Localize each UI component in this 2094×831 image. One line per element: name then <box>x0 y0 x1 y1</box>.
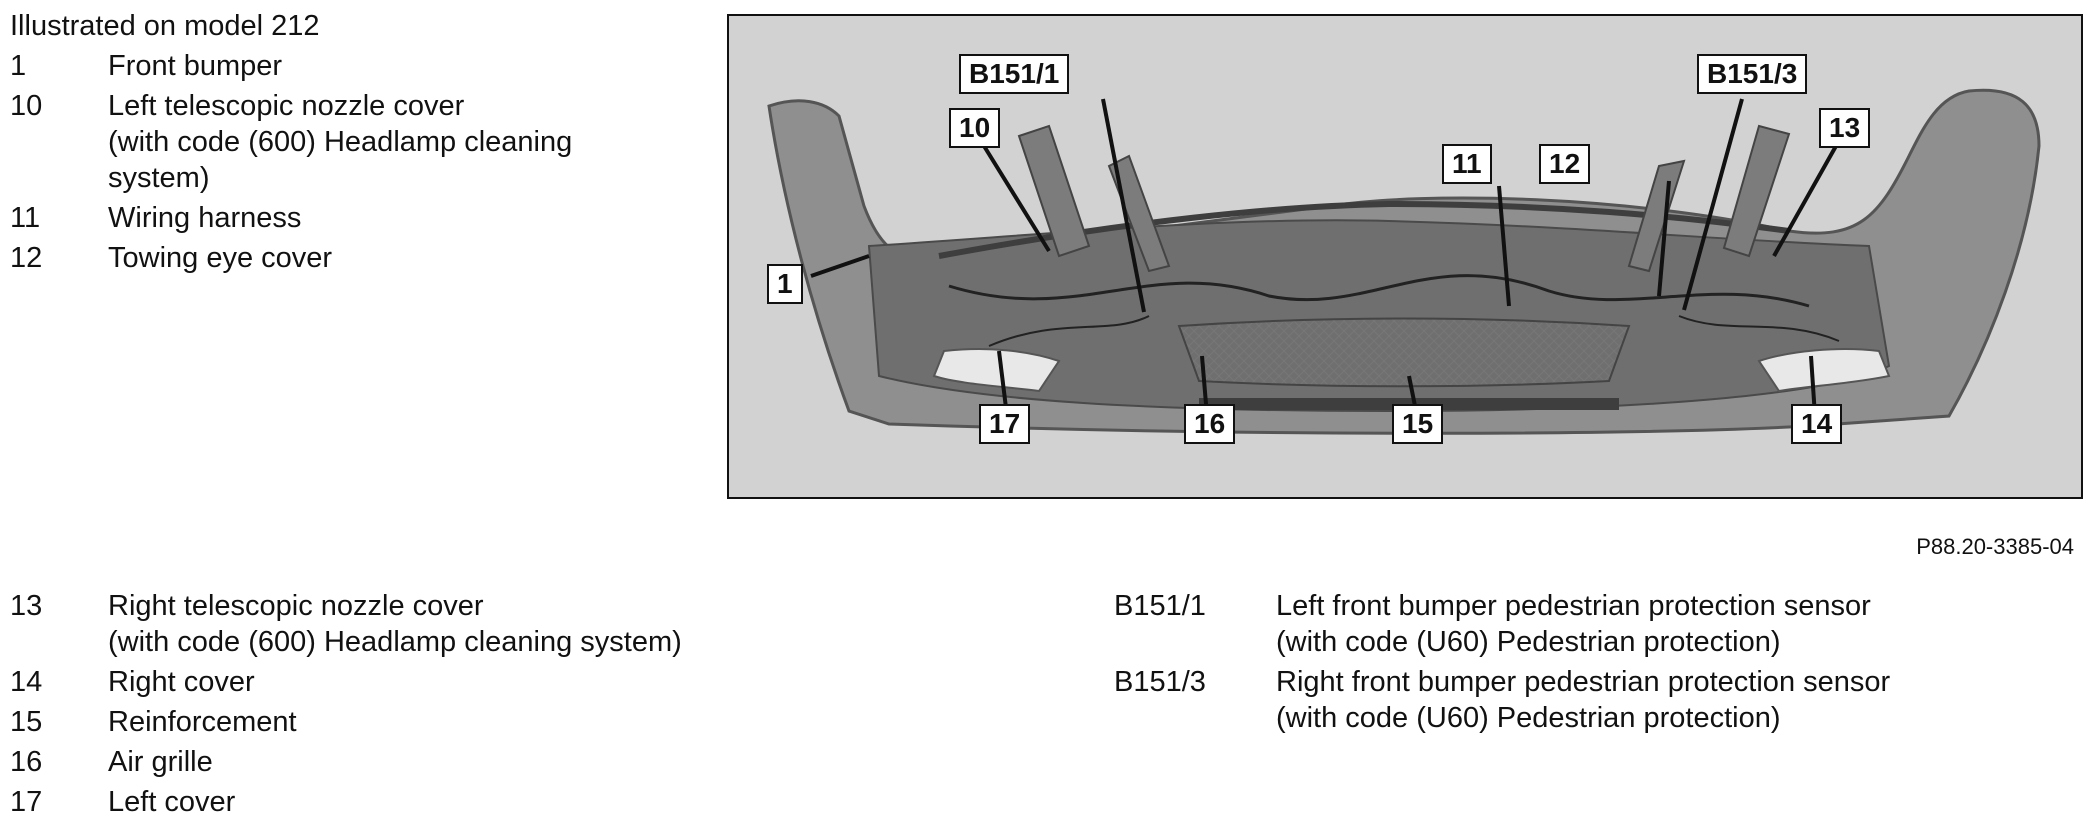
legend-description: Right front bumper pedestrian protection… <box>1276 666 1891 734</box>
legend-description: Air grille <box>108 746 213 778</box>
air-grille <box>1177 317 1631 388</box>
legend-description: Front bumper <box>108 50 283 82</box>
page-heading: Illustrated on model 212 <box>10 10 320 42</box>
callout-11: 11 <box>1442 144 1492 184</box>
legend-description: Towing eye cover <box>108 242 333 274</box>
callout-b151-1: B151/1 <box>959 54 1070 94</box>
legend-number: 16 <box>10 746 43 778</box>
legend-number: 10 <box>10 90 43 122</box>
legend-number: B151/1 <box>1114 590 1206 622</box>
bumper-top-edge <box>938 200 1790 259</box>
right-cover-shape <box>1757 348 1891 393</box>
legend-description: Reinforcement <box>108 706 297 738</box>
legend-description: Left telescopic nozzle cover (with code … <box>108 90 573 194</box>
callout-1: 1 <box>767 264 803 304</box>
left-bracket-2 <box>1107 154 1171 273</box>
legend-description: Left front bumper pedestrian protection … <box>1276 590 1871 658</box>
callout-15: 15 <box>1392 404 1444 444</box>
legend-number: 12 <box>10 242 43 274</box>
bumper-figure: B151/1 B151/3 10 11 12 13 1 17 16 15 14 <box>727 14 2083 499</box>
callout-10: 10 <box>949 108 1001 148</box>
figure-code: P88.20-3385-04 <box>1916 534 2074 559</box>
callout-12: 12 <box>1539 144 1591 184</box>
legend-number: 1 <box>10 50 27 82</box>
right-bracket-2 <box>1722 124 1791 258</box>
callout-17: 17 <box>979 404 1031 444</box>
legend-number: 11 <box>10 202 41 234</box>
legend-description: Left cover <box>108 786 236 818</box>
legend-number: B151/3 <box>1114 666 1206 698</box>
callout-16: 16 <box>1184 404 1236 444</box>
legend-description: Right telescopic nozzle cover (with code… <box>108 590 682 658</box>
legend-number: 17 <box>10 786 43 818</box>
callout-13: 13 <box>1819 108 1871 148</box>
legend-description: Wiring harness <box>108 202 302 234</box>
legend-number: 15 <box>10 706 43 738</box>
leader-lines <box>810 98 1838 417</box>
wiring-harness <box>948 274 1810 308</box>
callout-b151-3: B151/3 <box>1697 54 1808 94</box>
left-cover-shape <box>932 348 1061 393</box>
legend-description: Right cover <box>108 666 255 698</box>
bumper-illustration <box>767 88 2041 435</box>
legend-number: 13 <box>10 590 43 622</box>
left-bracket <box>1017 124 1091 258</box>
callout-14: 14 <box>1791 404 1843 444</box>
legend-number: 14 <box>10 666 43 698</box>
